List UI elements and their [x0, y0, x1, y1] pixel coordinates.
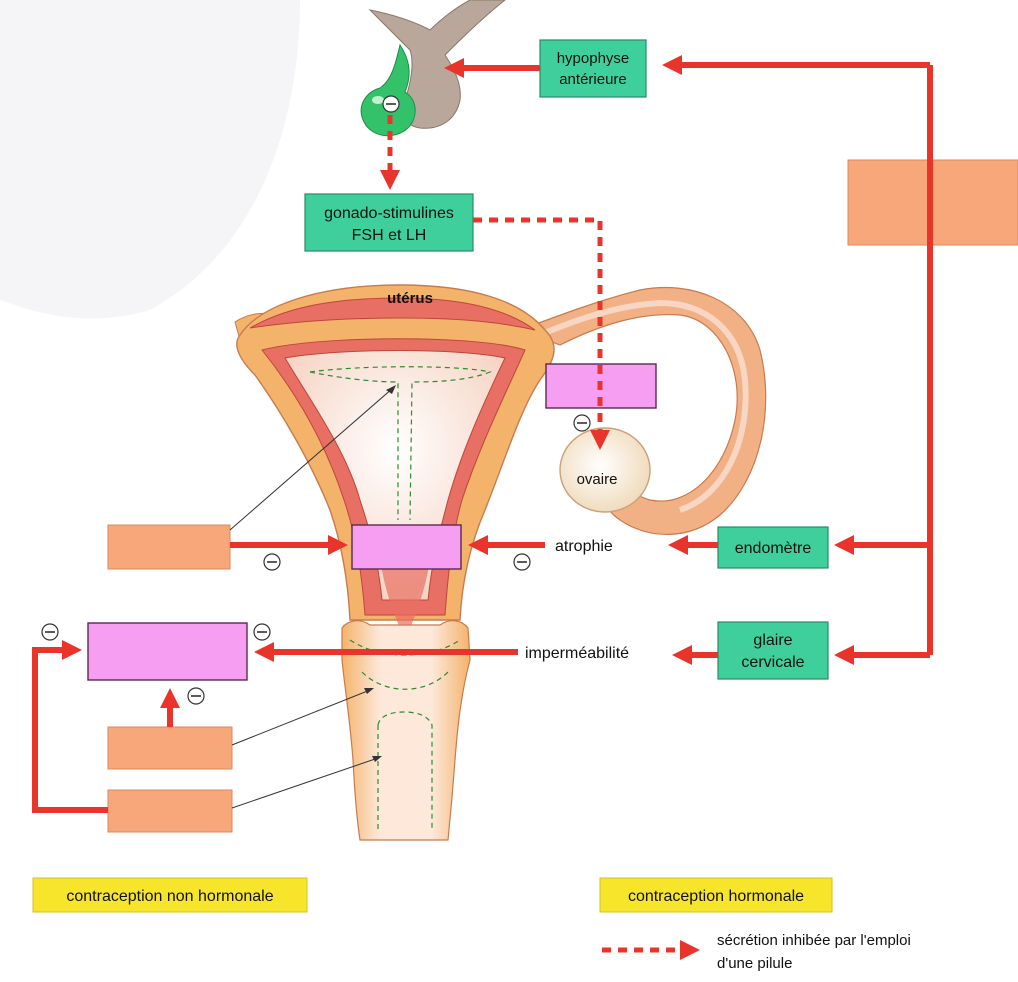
fallopian-tube	[520, 288, 766, 535]
blank-box-orange-1	[108, 525, 230, 569]
inhibition-orange-up-icon	[188, 688, 204, 704]
inhibition-pituitary-icon	[383, 96, 399, 112]
gonado-line2: FSH et LH	[352, 227, 427, 244]
ovary	[560, 428, 650, 512]
uterus-label: utérus	[387, 290, 433, 307]
endometre-label: endomètre	[735, 540, 812, 557]
glaire-line1: glaire	[753, 632, 792, 649]
inhibition-ovary-icon	[574, 415, 590, 431]
legend-line2: d'une pilule	[717, 955, 792, 972]
category-hormonal-label: contraception hormonale	[628, 888, 804, 905]
impermeabilite-label: imperméabilité	[525, 645, 629, 662]
category-non-hormonal-label: contraception non hormonale	[66, 888, 273, 905]
gonado-line1: gonado-stimulines	[324, 205, 454, 222]
hypophyse-box	[540, 40, 646, 97]
blank-box-orange-2	[108, 727, 232, 769]
inhibition-pink-left-icon	[42, 624, 58, 640]
uterus-illustration	[235, 285, 766, 840]
inhibition-right-uterus-icon	[514, 554, 530, 570]
atrophie-label: atrophie	[555, 538, 613, 555]
ovary-label: ovaire	[577, 471, 618, 488]
inhibition-left-uterus-icon	[264, 554, 280, 570]
inhibition-pink-right-icon	[254, 624, 270, 640]
blank-box-pink-uterus	[352, 525, 461, 569]
blank-box-orange-3	[108, 790, 232, 832]
legend-line1: sécrétion inhibée par l'emploi	[717, 932, 911, 949]
hypophyse-line1: hypophyse	[557, 50, 630, 67]
blank-box-pink-left	[88, 623, 247, 680]
background-wash	[0, 0, 300, 319]
legend: sécrétion inhibée par l'emploi d'une pil…	[602, 932, 911, 972]
hypophyse-line2: antérieure	[559, 71, 627, 88]
glaire-line2: cervicale	[741, 654, 804, 671]
